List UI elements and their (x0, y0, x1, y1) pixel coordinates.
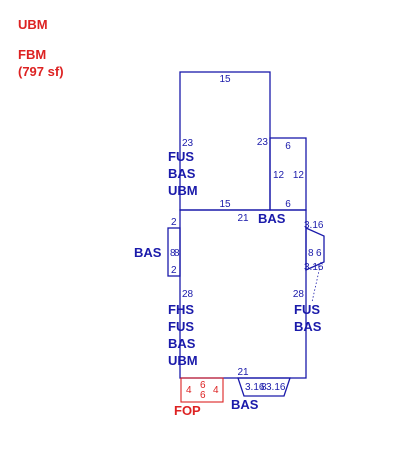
area-label-bottom-bas: BAS (231, 397, 259, 412)
dim-notch-top: 6 (285, 141, 291, 152)
dim-porch-top: 6 (200, 380, 206, 391)
dim-bottom-bay-left: 3.16 (245, 382, 265, 393)
dim-bottom-bay-mid: 8 (261, 382, 267, 393)
main-block-outline (179, 209, 307, 379)
dim-main-left: 28 (182, 289, 194, 300)
area-label-right-bas: BAS (258, 211, 286, 226)
area-label-lower-left-3: BAS (168, 336, 196, 351)
area-label-upper-2: BAS (168, 166, 196, 181)
dim-top-width: 15 (219, 74, 231, 85)
dim-right-bay-bottom: 3.16 (304, 262, 324, 273)
dim-upper-bottom: 15 (219, 199, 231, 210)
area-label-lower-left-2: FUS (168, 319, 194, 334)
dim-notch-right: 12 (293, 170, 305, 181)
dim-main-bottom: 21 (237, 367, 249, 378)
dim-porch-left: 4 (186, 385, 192, 396)
dim-left-small-bottom: 2 (171, 265, 177, 276)
area-label-lower-right-2: BAS (294, 319, 322, 334)
dim-right-bay-top: 3.16 (304, 220, 324, 231)
area-label-lower-left-4: UBM (168, 353, 198, 368)
dim-right-bay-a: 8 (308, 248, 314, 259)
area-label-lower-left-1: FHS (168, 302, 194, 317)
header-label-area: (797 sf) (18, 64, 64, 79)
header-label-fbm: FBM (18, 47, 46, 62)
bottom-bay-outline (237, 377, 291, 397)
area-label-upper-1: FUS (168, 149, 194, 164)
dim-bottom-bay-right: 3.16 (266, 382, 286, 393)
porch-outline (180, 377, 224, 403)
dim-porch-right: 4 (213, 385, 219, 396)
dim-porch-bottom: 6 (200, 390, 206, 401)
area-label-left-bas: BAS (134, 245, 162, 260)
dim-main-top: 21 (237, 213, 249, 224)
right-bay-outline (305, 226, 325, 272)
dim-notch-bottom: 6 (285, 199, 291, 210)
dim-right-bay-b: 6 (316, 248, 322, 259)
dim-left-small-top: 2 (171, 217, 177, 228)
left-bay-outline (167, 227, 181, 277)
area-label-porch: FOP (174, 403, 201, 418)
dim-notch-left: 12 (273, 170, 285, 181)
dim-upper-left-height: 23 (182, 138, 194, 149)
dim-upper-right-height: 23 (257, 137, 269, 148)
area-label-lower-right-1: FUS (294, 302, 320, 317)
header-label-ubm: UBM (18, 17, 48, 32)
dim-left-small-mid: 8 (170, 248, 176, 259)
dim-left-small-side: 8 (174, 248, 180, 259)
dim-main-right: 28 (293, 289, 305, 300)
area-label-upper-3: UBM (168, 183, 198, 198)
